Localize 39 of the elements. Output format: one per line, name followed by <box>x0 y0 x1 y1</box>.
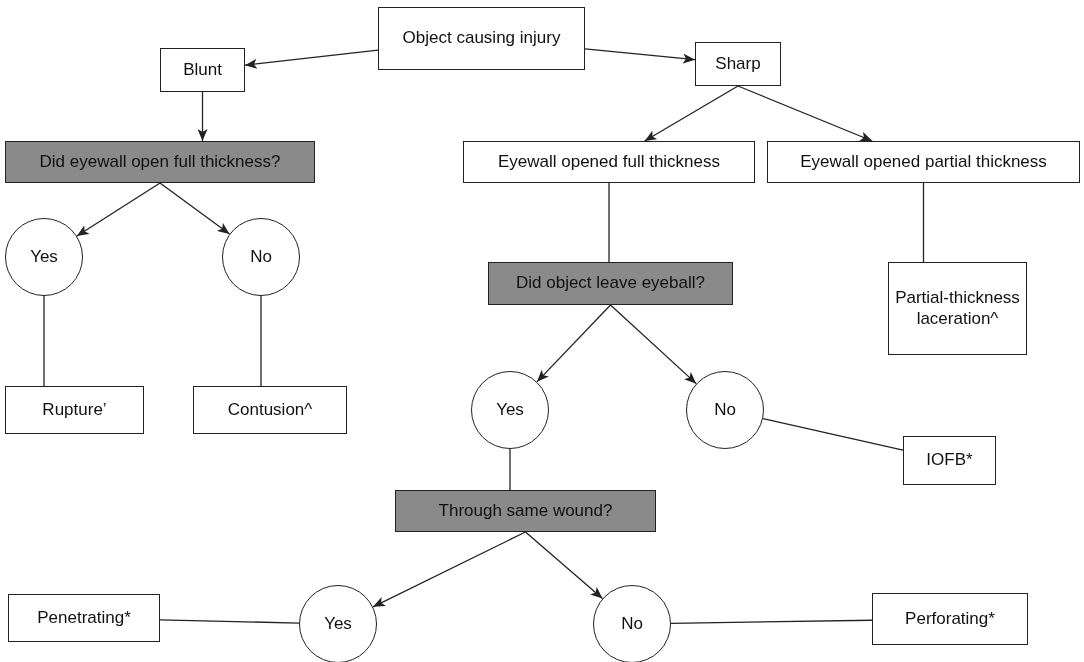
arrow <box>609 304 697 385</box>
arrow <box>737 85 873 142</box>
arrow <box>644 85 739 142</box>
answer-circle: Yes <box>5 218 83 296</box>
arrow <box>76 182 161 237</box>
arrow <box>584 48 696 64</box>
outcome-box: Sharp <box>695 42 781 86</box>
answer-circle: No <box>222 218 300 296</box>
arrow <box>197 91 208 142</box>
outcome-box: Contusion^ <box>193 386 347 434</box>
connector-line <box>762 417 904 451</box>
question-box: Did object leave eyeball? <box>488 262 733 305</box>
question-box: Did eyewall open full thickness? <box>5 141 315 183</box>
outcome-box: IOFB* <box>903 436 996 485</box>
answer-circle: Yes <box>299 585 377 662</box>
arrow <box>524 531 604 600</box>
outcome-box: Blunt <box>160 48 245 92</box>
outcome-box: Eyewall opened partial thickness <box>767 141 1080 183</box>
connector-line <box>922 182 925 263</box>
connector-line <box>608 182 610 263</box>
connector-line <box>159 619 300 624</box>
outcome-box: Perforating* <box>872 593 1028 645</box>
connector-line <box>43 295 45 387</box>
arrow <box>372 531 527 608</box>
answer-circle: No <box>593 585 671 662</box>
outcome-box: Partial-thickness laceration^ <box>888 262 1027 355</box>
arrow <box>536 304 612 383</box>
outcome-box: Rupture’ <box>5 386 144 434</box>
outcome-box: Eyewall opened full thickness <box>463 141 755 183</box>
arrow <box>159 182 231 235</box>
connector-line <box>670 619 873 625</box>
outcome-box: Object causing injury <box>378 7 585 70</box>
connector-line <box>260 295 262 387</box>
arrow <box>244 49 379 69</box>
outcome-box: Penetrating* <box>8 594 160 642</box>
question-box: Through same wound? <box>395 490 656 532</box>
connector-line <box>509 448 511 491</box>
answer-circle: No <box>686 371 764 449</box>
answer-circle: Yes <box>471 371 549 449</box>
